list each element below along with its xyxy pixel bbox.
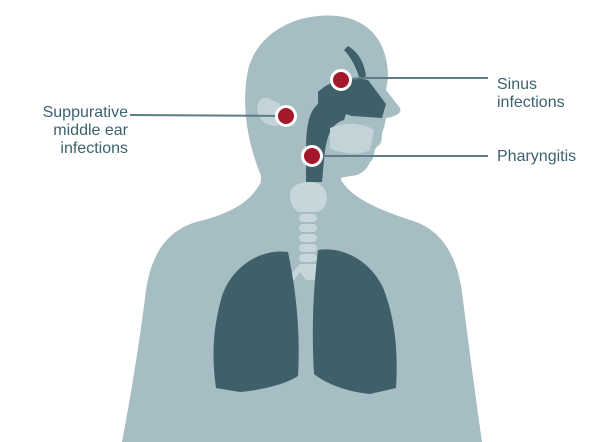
ear-label-line-2: middle ear xyxy=(43,122,128,140)
larynx xyxy=(290,182,327,212)
ear-infection-label: Suppurative middle ear infections xyxy=(43,104,128,158)
pharyngitis-label: Pharyngitis xyxy=(497,148,576,166)
sinus-infection-marker xyxy=(332,71,351,90)
sinus-label-line-2: infections xyxy=(497,94,565,112)
ear-infection-marker xyxy=(277,107,296,126)
ear-leader-line xyxy=(130,115,284,116)
sinus-infection-label: Sinus infections xyxy=(497,76,565,112)
sinus-label-line-1: Sinus xyxy=(497,76,565,94)
ear-label-line-1: Suppurative xyxy=(43,104,128,122)
ear-label-line-3: infections xyxy=(43,140,128,158)
pharyngitis-marker xyxy=(303,147,322,166)
tongue xyxy=(330,124,374,154)
pharyngitis-label-line-1: Pharyngitis xyxy=(497,148,576,166)
